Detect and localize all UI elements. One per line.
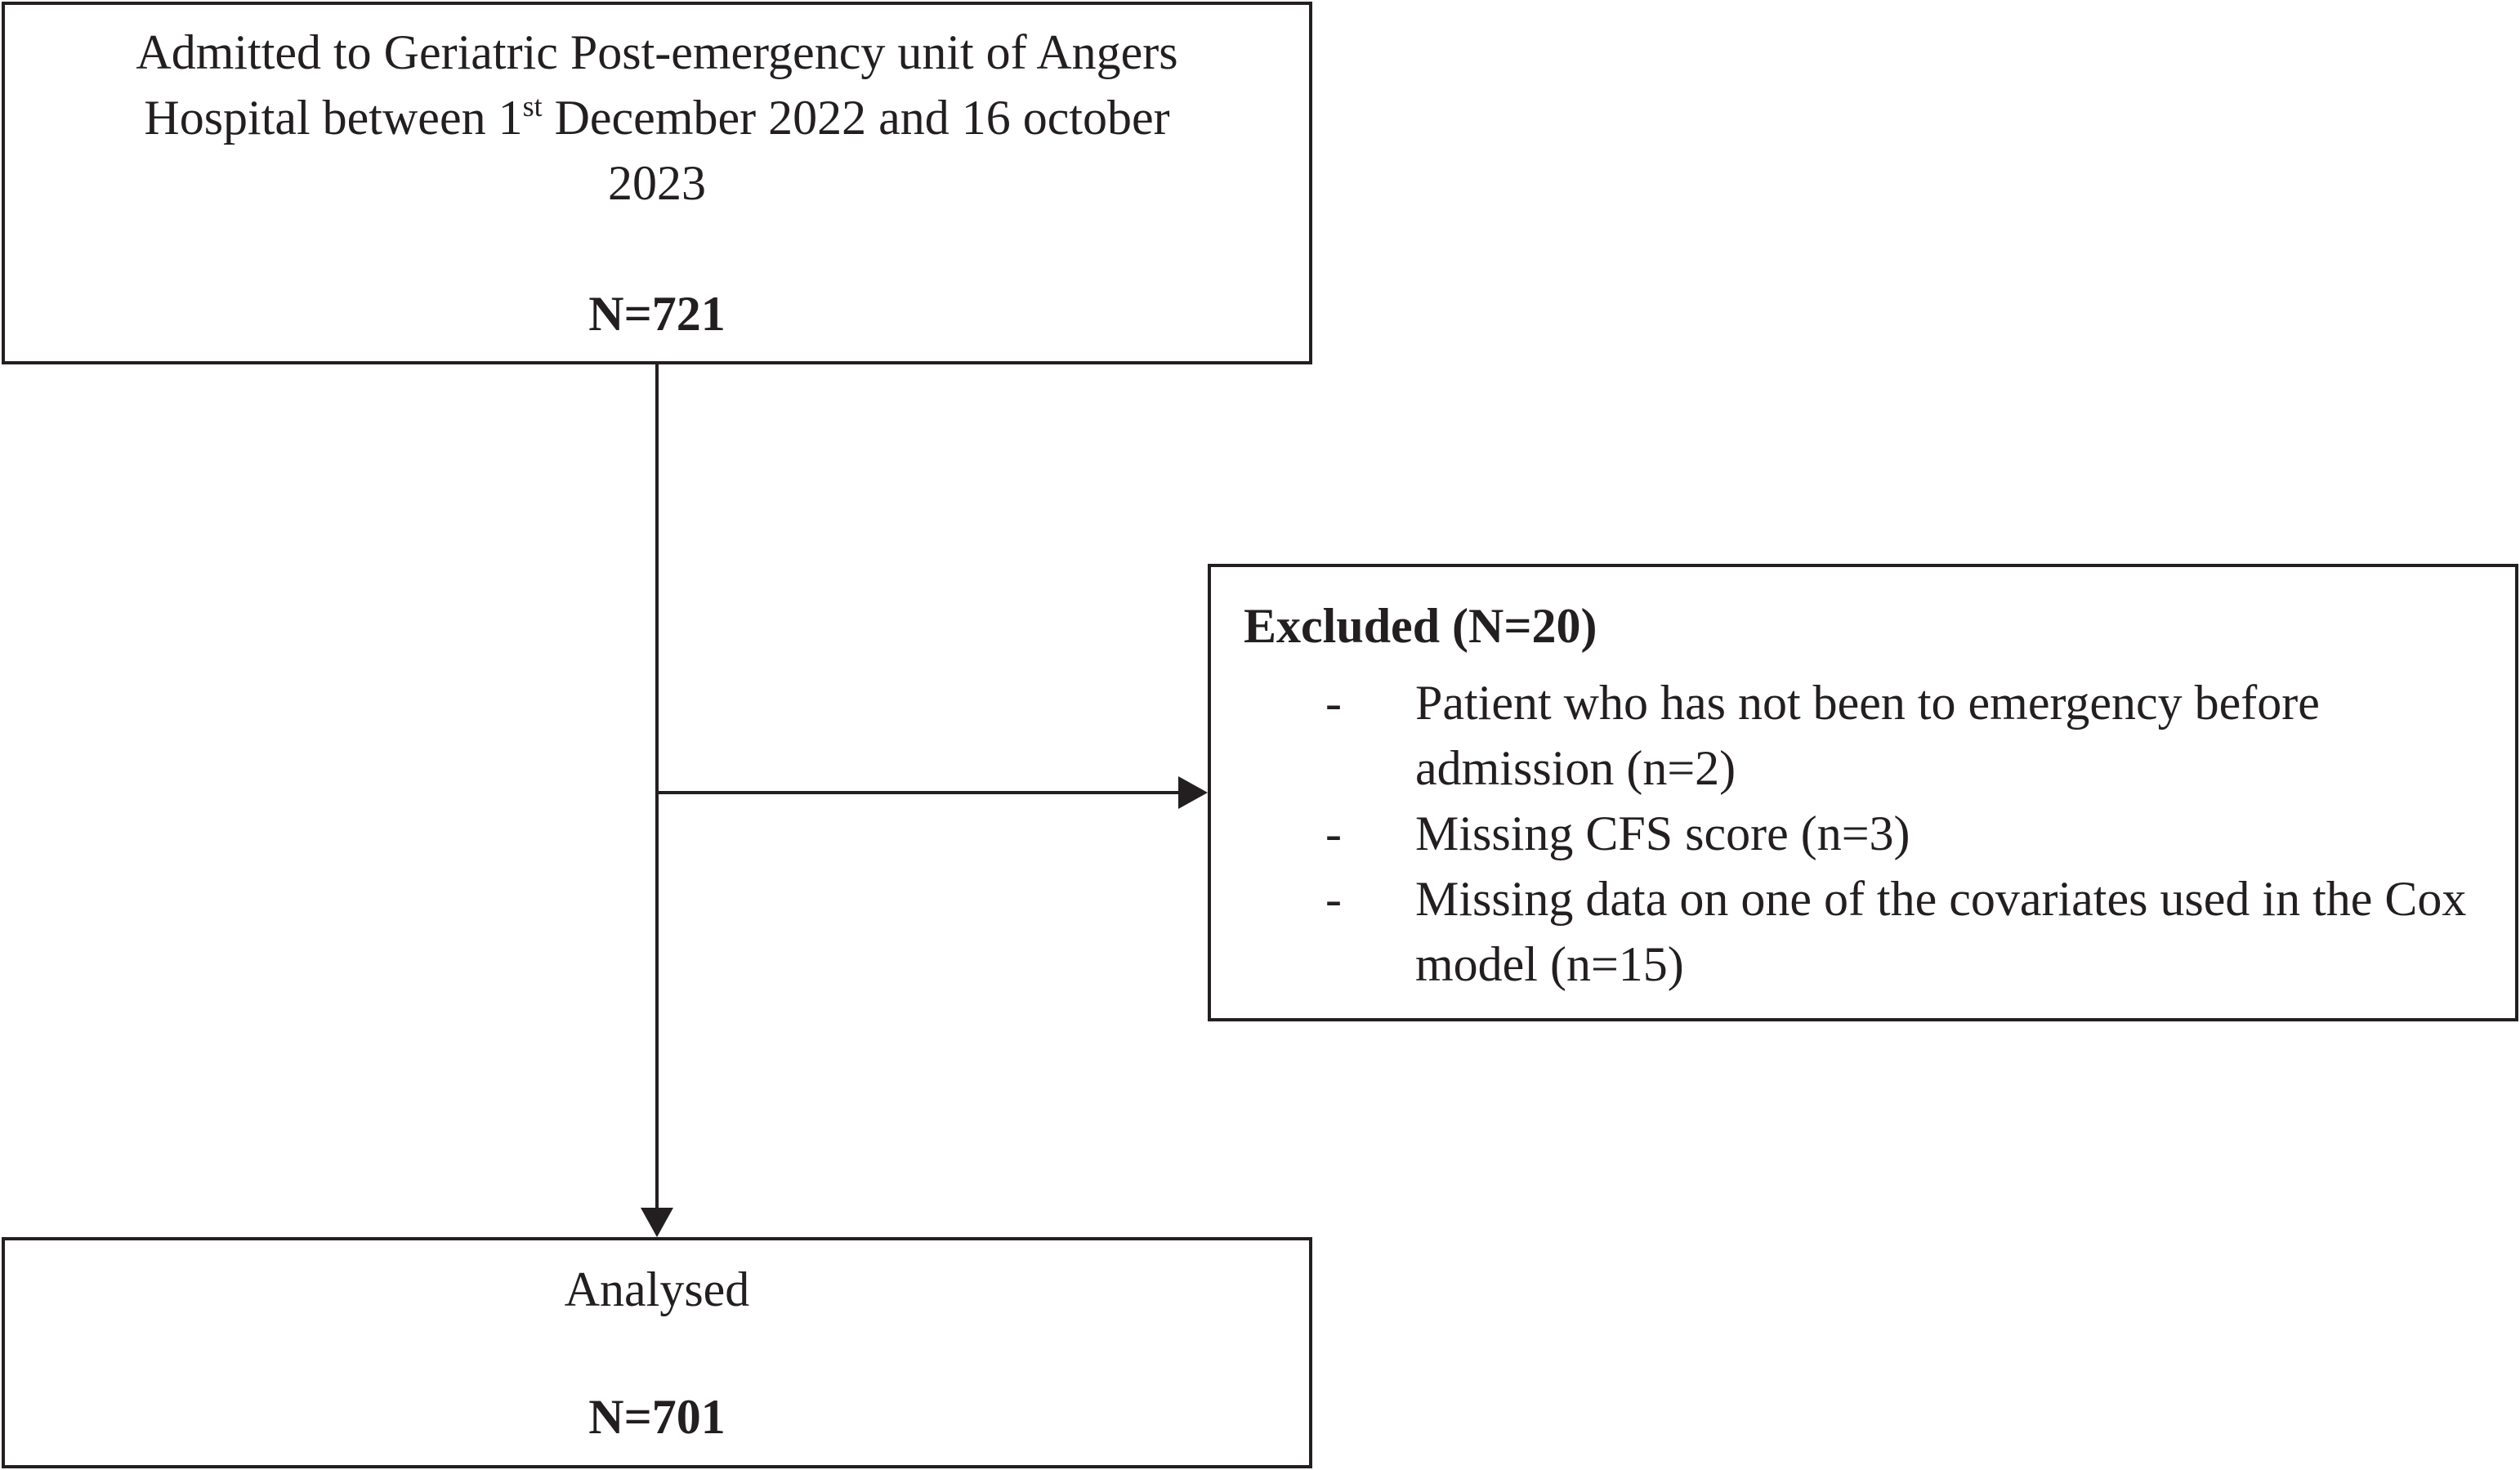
enrolled-box: Admitted to Geriatric Post-emergency uni… xyxy=(2,2,1312,364)
ordinal-suffix: st xyxy=(522,90,543,123)
enrolled-description-line2: Hospital between 1st December 2022 and 1… xyxy=(5,85,1309,150)
analysed-count: N=701 xyxy=(588,1390,726,1444)
right-arrowhead xyxy=(1178,776,1208,809)
analysed-box: Analysed N=701 xyxy=(2,1237,1312,1468)
enrolled-description-line1: Admitted to Geriatric Post-emergency uni… xyxy=(136,25,1178,79)
excluded-box: Excluded (N=20) - Patient who has not be… xyxy=(1208,564,2518,1021)
exclusion-reason: Patient who has not been to emergency be… xyxy=(1415,676,2320,795)
excluded-title: Excluded (N=20) xyxy=(1244,599,1597,653)
bullet-dash: - xyxy=(1325,872,1342,926)
enrolled-count: N=721 xyxy=(588,287,726,341)
enrolled-line2-end: December 2022 and 16 october xyxy=(542,91,1170,145)
exclusion-reason: Missing CFS score (n=3) xyxy=(1415,806,1910,860)
enrolled-line2-start: Hospital between 1 xyxy=(144,91,523,145)
bullet-dash: - xyxy=(1325,676,1342,730)
down-arrowhead xyxy=(641,1208,673,1237)
analysed-label: Analysed xyxy=(564,1262,750,1316)
enrolled-description-line3: 2023 xyxy=(608,156,706,210)
exclusion-reason: Missing data on one of the covariates us… xyxy=(1415,872,2467,991)
bullet-dash: - xyxy=(1325,806,1342,860)
